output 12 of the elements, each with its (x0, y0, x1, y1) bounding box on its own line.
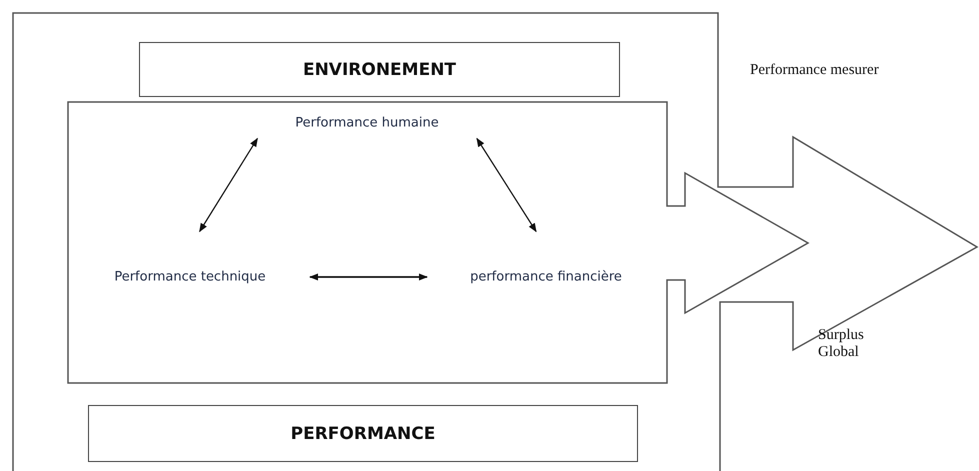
title-box (88, 405, 638, 462)
heading-text: ENVIRONEMENT (302, 60, 458, 80)
double-arrow (309, 273, 428, 281)
title-box (139, 42, 620, 97)
heading-text: PERFORMANCE (290, 424, 436, 444)
annotation-text: Surplus Global (818, 327, 865, 361)
performance-label: Performance technique (113, 270, 267, 284)
double-arrow (476, 138, 537, 232)
performance-label: performance financière (469, 270, 623, 284)
performance-label: Performance humaine (294, 116, 440, 130)
double-arrow (199, 138, 258, 232)
annotation-text: Performance mesurer (750, 62, 880, 79)
